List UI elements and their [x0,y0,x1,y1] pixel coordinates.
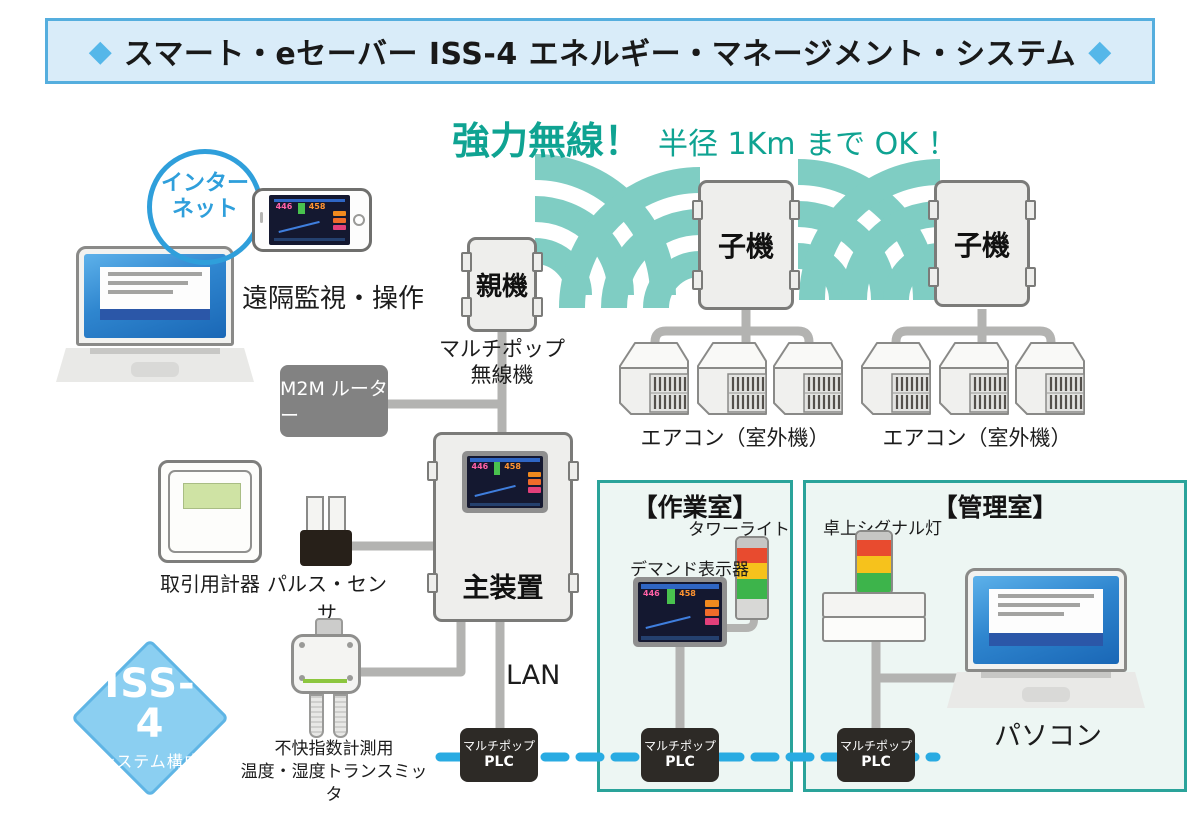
phone-speaker [260,212,263,223]
smartphone: 446 458 [252,188,372,252]
transmitter-probe [333,694,348,738]
headline-detail: 半径 1Km まで OK ！ [658,127,958,162]
internet-label-line2: ネット [171,197,238,222]
connection-lines [350,309,1056,732]
demand-display-label: デマンド表示器 [630,560,749,580]
tower-light-label: タワーライト [688,520,790,540]
meter-lcd [183,483,241,509]
radio-caption-line2: 無線機 [470,363,534,388]
remote-monitoring-label: 遠隔監視・操作 [242,284,425,314]
plc-label-line2: PLC [665,753,695,770]
parent-unit-label: 親機 [475,272,528,302]
pulse-sensor-prong [306,496,324,532]
transmitter-probe [309,694,324,738]
headline-strong: 強力無線！ [452,119,643,163]
radio-caption: マルチポップ 無線機 [418,336,586,389]
aircon-group2-label: エアコン（室外機） [882,426,1072,450]
internet-cloud: インター ネット [147,149,263,265]
pulse-sensor-prong [328,496,346,532]
work-room-title: 【作業室】 [632,493,758,522]
m2m-router-label: M2M ルーター [280,378,388,427]
child-unit-label: 子機 [953,228,1010,262]
humidity-transmitter [291,634,361,694]
child-unit-label: 子機 [717,230,774,263]
aircon-group1-label: エアコン（室外機） [640,426,830,450]
diamond-icon: ◆ [1088,33,1112,69]
child-unit-box-2: 子機 [928,180,1036,307]
radio-caption-line1: マルチポップ [439,337,565,361]
plc-label-line1: マルチポップ [839,739,912,754]
plc-label-line2: PLC [484,753,514,770]
badge-subtitle: システム構成 [99,752,201,771]
transmitter-label: 不快指数計測用 温度・湿度トランスミッタ [238,738,430,807]
transaction-meter [158,460,262,563]
child-unit-box-1: 子機 [692,180,800,310]
desk-signal-light [855,530,893,594]
main-unit-label: 主装置 [462,573,544,604]
plc-box-3: マルチポップ PLC [837,728,915,782]
demand-value: 446 [471,461,489,471]
remote-laptop-base [56,348,254,382]
aircon-outdoor-units [618,341,1086,416]
phone-screen: 446 458 [269,195,350,245]
remote-laptop-screen [76,246,234,346]
transmitter-label-line2: 温度・湿度トランスミッタ [240,761,428,805]
tower-light [735,536,769,620]
plc-box-1: マルチポップ PLC [460,728,538,782]
wireless-headline: 強力無線！ 半径 1Km まで OK ！ [452,110,957,165]
plc-label-line1: マルチポップ [643,739,716,754]
target-value: 458 [679,588,696,598]
diamond-icon: ◆ [88,33,112,69]
m2m-router: M2M ルーター [280,365,388,437]
signal-light-base-front [822,616,926,642]
badge-title: ISS-4 [104,661,196,747]
phone-home-button [353,214,365,226]
pc-label: パソコン [994,721,1102,752]
page-title: スマート・eセーバー ISS-4 エネルギー・マネージメント・システム [123,37,1077,72]
target-value: 458 [308,201,326,211]
laptop-display [84,254,226,338]
internet-label-line1: インター [160,170,249,196]
target-value: 458 [504,461,521,471]
demand-value: 446 [275,201,293,211]
admin-pc-screen [965,568,1127,672]
parent-unit-box: 親機 [461,237,543,332]
plc-label-line2: PLC [861,753,891,770]
demand-display-monitor: 446 458 [633,577,727,647]
pulse-sensor-body [300,530,352,566]
meter-label: 取引用計器 [160,572,260,596]
admin-room-title: 【管理室】 [932,493,1058,522]
main-unit-screen: 446 458 [462,451,548,513]
plc-box-2: マルチポップ PLC [641,728,719,782]
laptop-window [99,266,211,321]
main-unit-box: 446 458 主装置 [427,432,579,622]
admin-pc-base [947,672,1145,708]
signal-light-label: 卓上シグナル灯 [823,519,942,539]
transmitter-label-line1: 不快指数計測用 [274,739,394,759]
wifi-waves-icon [534,154,941,309]
transmitter-indicator [303,679,347,683]
demand-value: 446 [643,588,660,598]
plc-label-line1: マルチポップ [462,739,535,754]
signal-light-base-top [822,592,926,618]
lan-label: LAN [506,660,561,691]
title-banner: ◆ スマート・eセーバー ISS-4 エネルギー・マネージメント・システム ◆ [45,18,1155,84]
